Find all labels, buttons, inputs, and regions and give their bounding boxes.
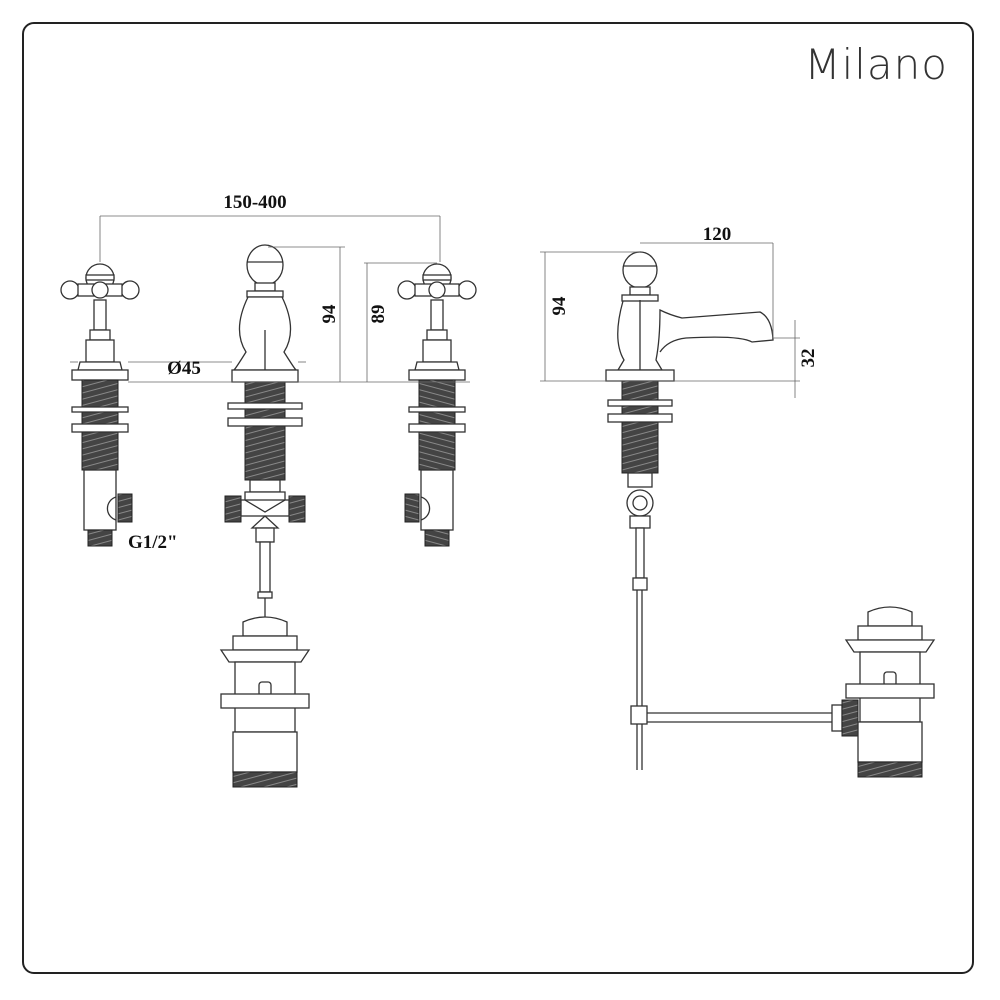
centre-spout-front bbox=[224, 244, 306, 622]
dimension-label: 32 bbox=[798, 349, 819, 368]
drawing-frame bbox=[22, 22, 974, 974]
dimension-spout-height: 94 bbox=[268, 246, 345, 382]
dimension-valve-height: 89 bbox=[128, 262, 470, 383]
dimension-label: 94 bbox=[319, 304, 340, 324]
dimension-side-height: 94 bbox=[540, 251, 800, 382]
inlet-thread-label: G1/2" bbox=[128, 532, 178, 553]
dimension-label: 150-400 bbox=[223, 192, 286, 213]
dimension-label: Ø45 bbox=[167, 358, 201, 379]
dimension-flange-diameter: Ø45 bbox=[70, 358, 306, 379]
spout-side-view bbox=[605, 251, 859, 770]
dimension-label: 120 bbox=[703, 224, 732, 245]
side-pop-up-waste bbox=[845, 606, 935, 778]
dimension-label: 89 bbox=[368, 305, 389, 324]
dimension-tap-spacing: 150-400 bbox=[99, 192, 441, 262]
centre-pop-up-waste bbox=[220, 616, 310, 788]
dimension-label: 94 bbox=[549, 296, 570, 316]
right-cross-valve bbox=[397, 263, 477, 547]
brand-logo: Milano bbox=[804, 40, 948, 89]
left-cross-valve bbox=[60, 263, 140, 547]
dimension-spout-outlet-height: 32 bbox=[773, 320, 819, 398]
dimension-spout-reach: 120 bbox=[640, 224, 774, 338]
